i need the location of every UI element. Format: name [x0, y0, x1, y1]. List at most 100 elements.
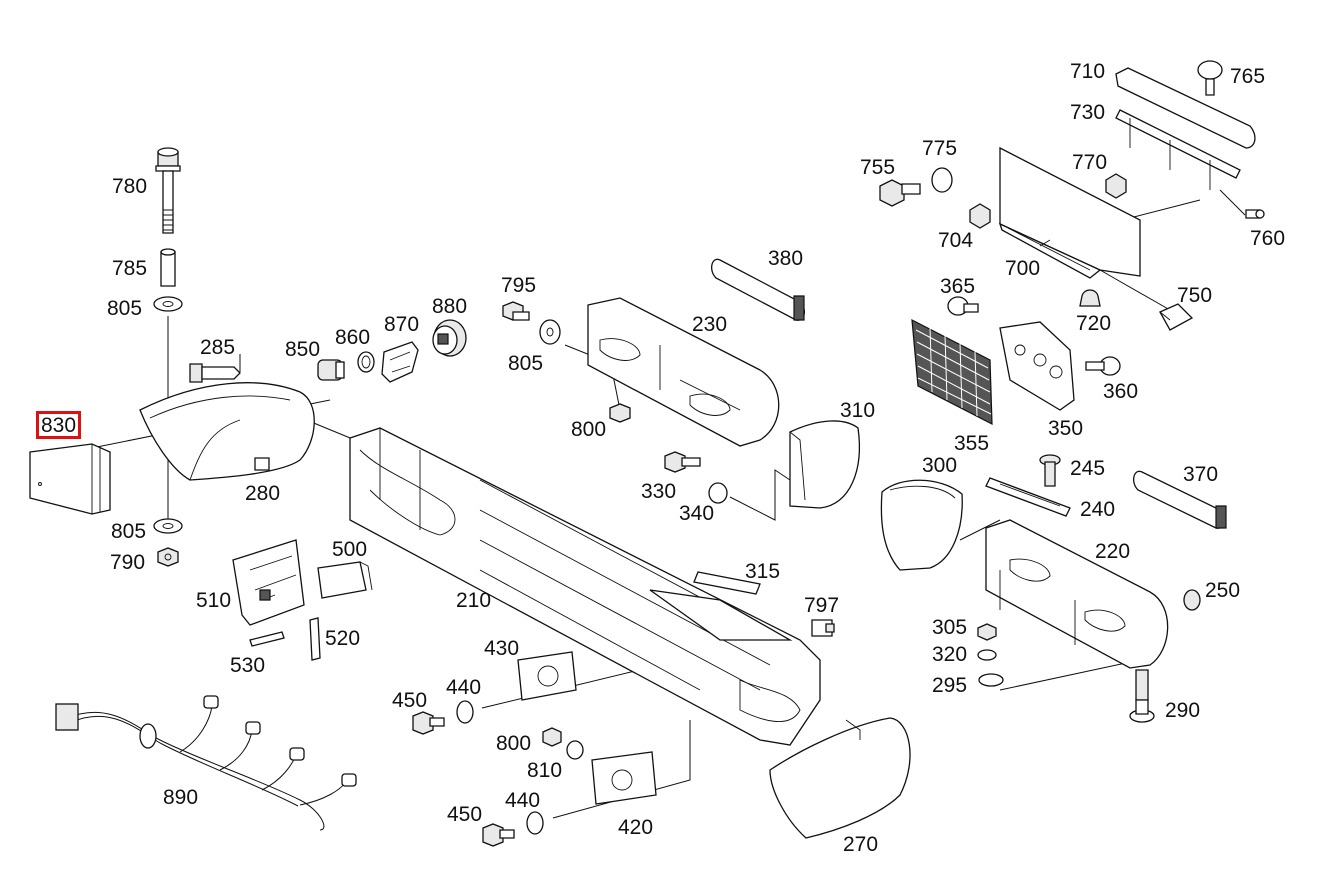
part-785-sleeve[interactable] [160, 248, 176, 287]
part-315-pad[interactable] [693, 571, 761, 595]
callout-770[interactable]: 770 [1072, 151, 1108, 174]
part-700-plate-holder[interactable] [998, 146, 1141, 279]
part-290-bolt[interactable] [1129, 669, 1155, 723]
callout-810[interactable]: 810 [527, 759, 563, 782]
part-370-rubber-strip[interactable] [1132, 470, 1227, 529]
part-350-bracket[interactable] [999, 321, 1075, 411]
part-795-bolt[interactable] [502, 301, 530, 321]
part-850-plug[interactable] [317, 359, 345, 381]
callout-805-bottom[interactable]: 805 [111, 520, 147, 543]
callout-285[interactable]: 285 [200, 336, 236, 359]
part-790-nut[interactable] [157, 547, 179, 567]
part-805-washer-top[interactable] [153, 296, 183, 312]
callout-305[interactable]: 305 [932, 616, 968, 639]
callout-370[interactable]: 370 [1183, 463, 1219, 486]
callout-365[interactable]: 365 [940, 275, 976, 298]
callout-315[interactable]: 315 [745, 560, 781, 583]
callout-330[interactable]: 330 [641, 480, 677, 503]
part-760-screw[interactable] [1245, 209, 1265, 219]
part-330-bolt[interactable] [664, 451, 701, 473]
callout-800-upper[interactable]: 800 [571, 418, 607, 441]
part-510-bracket[interactable] [232, 539, 305, 626]
callout-795[interactable]: 795 [501, 274, 537, 297]
callout-730[interactable]: 730 [1070, 101, 1106, 124]
part-520-strip[interactable] [309, 617, 321, 661]
part-280-end-cap[interactable] [139, 382, 315, 481]
callout-210[interactable]: 210 [456, 589, 492, 612]
part-250-grommet[interactable] [1183, 589, 1201, 611]
part-710-trim-bar[interactable] [1115, 67, 1256, 149]
part-295-washer[interactable] [978, 673, 1004, 687]
callout-850[interactable]: 850 [285, 338, 321, 361]
part-355-grille[interactable] [911, 318, 993, 425]
part-805-washer-bottom[interactable] [153, 518, 183, 534]
part-730-rail[interactable] [1115, 109, 1241, 190]
part-500-module[interactable] [317, 561, 373, 599]
callout-755[interactable]: 755 [860, 156, 896, 179]
callout-450-lower[interactable]: 450 [447, 803, 483, 826]
part-755-bolt[interactable] [879, 179, 921, 207]
part-530-strip[interactable] [249, 631, 285, 647]
part-765-screw[interactable] [1197, 60, 1223, 96]
callout-360[interactable]: 360 [1103, 380, 1139, 403]
callout-270[interactable]: 270 [843, 833, 879, 856]
callout-280[interactable]: 280 [245, 482, 281, 505]
part-365-screw[interactable] [947, 296, 979, 316]
callout-800-lower[interactable]: 800 [496, 732, 532, 755]
part-780-bolt[interactable] [155, 147, 181, 234]
part-704-nut[interactable] [969, 203, 991, 229]
part-810-washer[interactable] [566, 740, 584, 760]
callout-805-mid[interactable]: 805 [508, 352, 544, 375]
callout-710[interactable]: 710 [1070, 60, 1106, 83]
callout-340[interactable]: 340 [679, 502, 715, 525]
part-430-bracket[interactable] [517, 651, 577, 701]
callout-880[interactable]: 880 [432, 295, 468, 318]
callout-805-top[interactable]: 805 [107, 297, 143, 320]
callout-220[interactable]: 220 [1095, 540, 1131, 563]
part-797-clip[interactable] [811, 619, 835, 637]
part-210-bumper-beam[interactable] [349, 427, 821, 746]
part-890-wiring-harness[interactable] [55, 695, 357, 831]
part-285-screw[interactable] [189, 363, 241, 383]
part-340-washer[interactable] [708, 482, 728, 504]
callout-240[interactable]: 240 [1080, 498, 1116, 521]
callout-797[interactable]: 797 [804, 594, 840, 617]
callout-775[interactable]: 775 [922, 137, 958, 160]
part-220-end-bracket[interactable] [985, 519, 1169, 669]
part-380-rubber-strip[interactable] [710, 258, 806, 321]
callout-250[interactable]: 250 [1205, 579, 1241, 602]
callout-700[interactable]: 700 [1005, 257, 1041, 280]
callout-350[interactable]: 350 [1048, 417, 1084, 440]
callout-420[interactable]: 420 [618, 816, 654, 839]
part-830-plate[interactable] [29, 443, 111, 515]
part-360-screw[interactable] [1085, 356, 1121, 376]
callout-380[interactable]: 380 [768, 247, 804, 270]
part-775-sleeve[interactable] [931, 167, 953, 193]
callout-870[interactable]: 870 [384, 313, 420, 336]
part-450-bolt-lower[interactable] [482, 823, 515, 847]
part-300-cover[interactable] [880, 479, 963, 571]
callout-520[interactable]: 520 [325, 627, 361, 650]
callout-290[interactable]: 290 [1165, 699, 1201, 722]
callout-750[interactable]: 750 [1177, 284, 1213, 307]
callout-245[interactable]: 245 [1070, 457, 1106, 480]
part-800-nut-lower[interactable] [542, 727, 562, 747]
part-245-bolt[interactable] [1039, 454, 1061, 487]
callout-450-upper[interactable]: 450 [392, 689, 428, 712]
callout-785[interactable]: 785 [112, 257, 148, 280]
part-320-washer[interactable] [977, 649, 997, 661]
callout-230[interactable]: 230 [692, 313, 728, 336]
part-310-cover[interactable] [789, 420, 860, 509]
callout-790[interactable]: 790 [110, 551, 146, 574]
part-880-cap[interactable] [432, 319, 467, 357]
part-440-washer-lower[interactable] [526, 811, 544, 835]
callout-530[interactable]: 530 [230, 654, 266, 677]
part-805-washer-mid[interactable] [539, 319, 561, 345]
part-270-end-cap[interactable] [769, 717, 911, 839]
callout-295[interactable]: 295 [932, 674, 968, 697]
callout-704[interactable]: 704 [938, 229, 974, 252]
part-720-clip[interactable] [1079, 289, 1101, 307]
callout-890[interactable]: 890 [163, 786, 199, 809]
callout-300[interactable]: 300 [922, 454, 958, 477]
callout-355[interactable]: 355 [954, 432, 990, 455]
